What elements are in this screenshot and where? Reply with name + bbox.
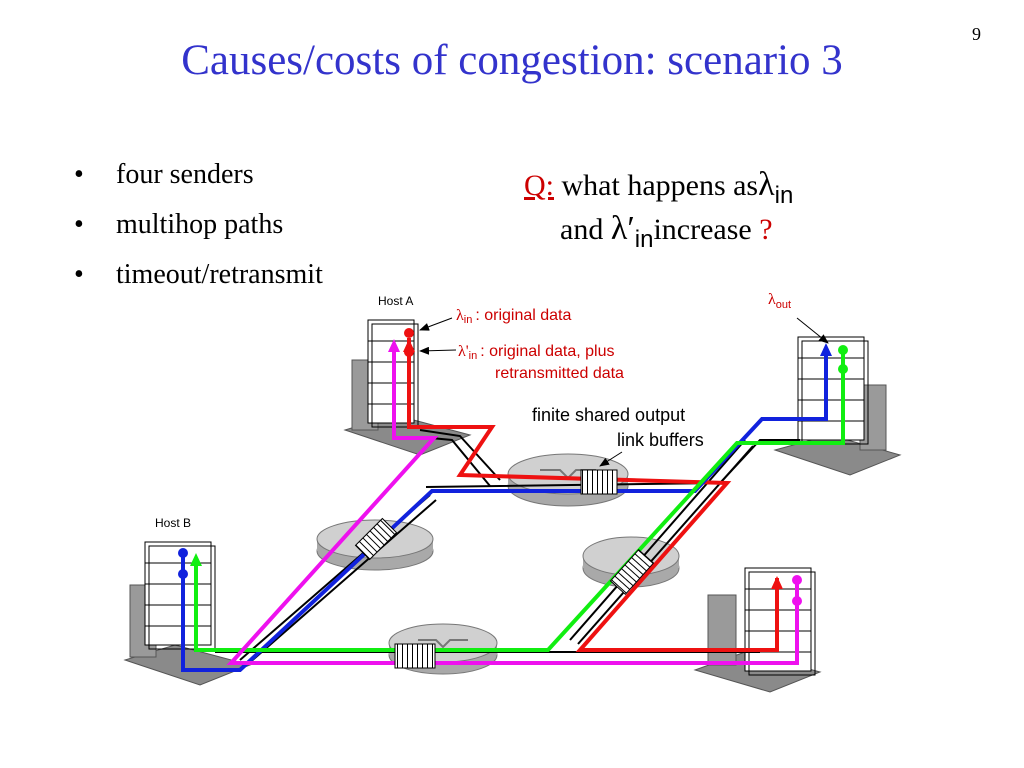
lambda-prime-text-2: retransmitted data — [495, 365, 624, 382]
blue-dot — [178, 569, 188, 579]
lambda-prime-symbol: λ' — [458, 343, 469, 360]
green-flow-path — [194, 348, 845, 652]
bullet-item: timeout/retransmit — [70, 250, 323, 300]
question-mark: ? — [759, 213, 773, 246]
lambda-prime-text-1: : original data, plus — [480, 343, 614, 360]
magenta-dot — [792, 596, 802, 606]
blue-arrowhead — [820, 343, 832, 356]
host-c-computer — [773, 336, 902, 476]
magenta-arrowhead — [388, 339, 400, 352]
host-a-label: Host A — [378, 294, 413, 308]
host-d-computer — [693, 567, 822, 693]
lambda-out-label: λout — [768, 291, 791, 311]
green-dot — [838, 345, 848, 355]
lambda-in-subscript: in — [464, 314, 473, 326]
red-dot — [404, 328, 414, 338]
bullet-item: four senders — [70, 150, 323, 200]
link-buffer-left — [354, 517, 398, 561]
lambda-in-label: λin: original data — [456, 307, 571, 326]
lambda-prime-subscript: in — [634, 226, 654, 253]
lambda-prime-symbol: λ′ — [610, 210, 635, 247]
slide-title: Causes/costs of congestion: scenario 3 — [181, 37, 843, 84]
lambda-prime-label: λ'in: original data, plus — [458, 343, 615, 362]
lambda-out-pointer — [796, 317, 829, 344]
link-buffer-right — [609, 548, 655, 596]
buffer-label-line-1: finite shared output — [532, 405, 685, 425]
lambda-in-pointer — [419, 317, 453, 331]
question-text-increase: increase — [653, 213, 752, 246]
blue-dot — [178, 548, 188, 558]
blue-flow-path — [181, 350, 828, 672]
question-text-and: and — [560, 213, 604, 246]
magenta-dot — [792, 575, 802, 585]
link-buffer-bottom — [394, 643, 436, 669]
host-b-computer — [123, 541, 252, 686]
lambda-in-text: : original data — [475, 307, 571, 324]
lambda-symbol: λ — [758, 166, 775, 203]
green-arrowhead — [190, 553, 202, 566]
lambda-subscript: in — [774, 182, 794, 209]
buffer-label-line-2: link buffers — [617, 430, 704, 450]
question-text: what happens as — [561, 169, 759, 202]
lambda-in-symbol: λ — [456, 307, 464, 324]
lambda-prime-subscript: in — [469, 350, 478, 362]
host-b-label: Host B — [155, 516, 191, 530]
buffer-pointer — [599, 451, 623, 467]
link-buffer-top — [580, 469, 618, 495]
lambda-prime-pointer — [419, 346, 457, 355]
question-line-2: and λ′inincrease ? — [560, 210, 773, 253]
slide-number: 9 — [972, 24, 981, 44]
bullet-list: four senders multihop paths timeout/retr… — [70, 150, 323, 300]
question-label: Q: — [524, 169, 554, 202]
question-line-1: Q: what happens asλin — [524, 166, 793, 209]
lambda-out-symbol: λ — [768, 291, 776, 308]
lambda-out-subscript: out — [776, 299, 791, 311]
red-dot — [404, 347, 414, 357]
green-dot — [838, 364, 848, 374]
magenta-flow-path — [226, 346, 799, 665]
bullet-item: multihop paths — [70, 200, 323, 250]
red-arrowhead — [771, 576, 783, 589]
